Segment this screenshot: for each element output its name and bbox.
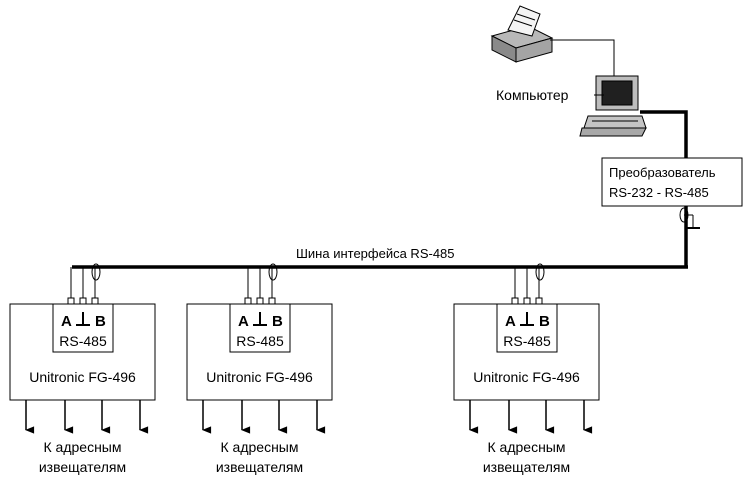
bus-label: Шина интерфейса RS-485: [296, 246, 455, 261]
output-label-line1: К адресным: [488, 439, 566, 455]
printer-cable: [550, 39, 615, 78]
computer-label: Компьютер: [496, 87, 569, 103]
output-label-line2: извещателям: [216, 459, 303, 475]
shield-icon: [535, 263, 545, 281]
iface-label: RS-485: [503, 333, 551, 349]
terminal-a-label: A: [238, 313, 249, 330]
terminal-b-label: B: [95, 313, 106, 330]
terminal-a-label: A: [505, 313, 516, 330]
iface-label: RS-485: [236, 333, 284, 349]
shield-icon: [268, 263, 278, 281]
device-model-label: Unitronic FG-496: [206, 369, 313, 385]
terminal-a-label: A: [61, 313, 72, 330]
terminal-b-label: B: [272, 313, 283, 330]
output-label-line1: К адресным: [221, 439, 299, 455]
converter-box: Преобразователь RS-232 - RS-485: [601, 157, 743, 207]
output-label-line2: извещателям: [483, 459, 570, 475]
computer-icon: [579, 75, 647, 137]
rs232-cable: [640, 110, 688, 158]
converter-label-line2: RS-232 - RS-485: [609, 185, 709, 200]
device-model-label: Unitronic FG-496: [473, 369, 580, 385]
output-label-line2: извещателям: [39, 459, 126, 475]
ground-icon: [684, 214, 700, 229]
printer-icon: [490, 5, 554, 63]
device-model-label: Unitronic FG-496: [29, 369, 136, 385]
terminal-b-label: B: [539, 313, 550, 330]
shield-icon: [91, 263, 101, 281]
iface-label: RS-485: [59, 333, 107, 349]
output-label-line1: К адресным: [44, 439, 122, 455]
converter-label-line1: Преобразователь: [609, 165, 716, 180]
